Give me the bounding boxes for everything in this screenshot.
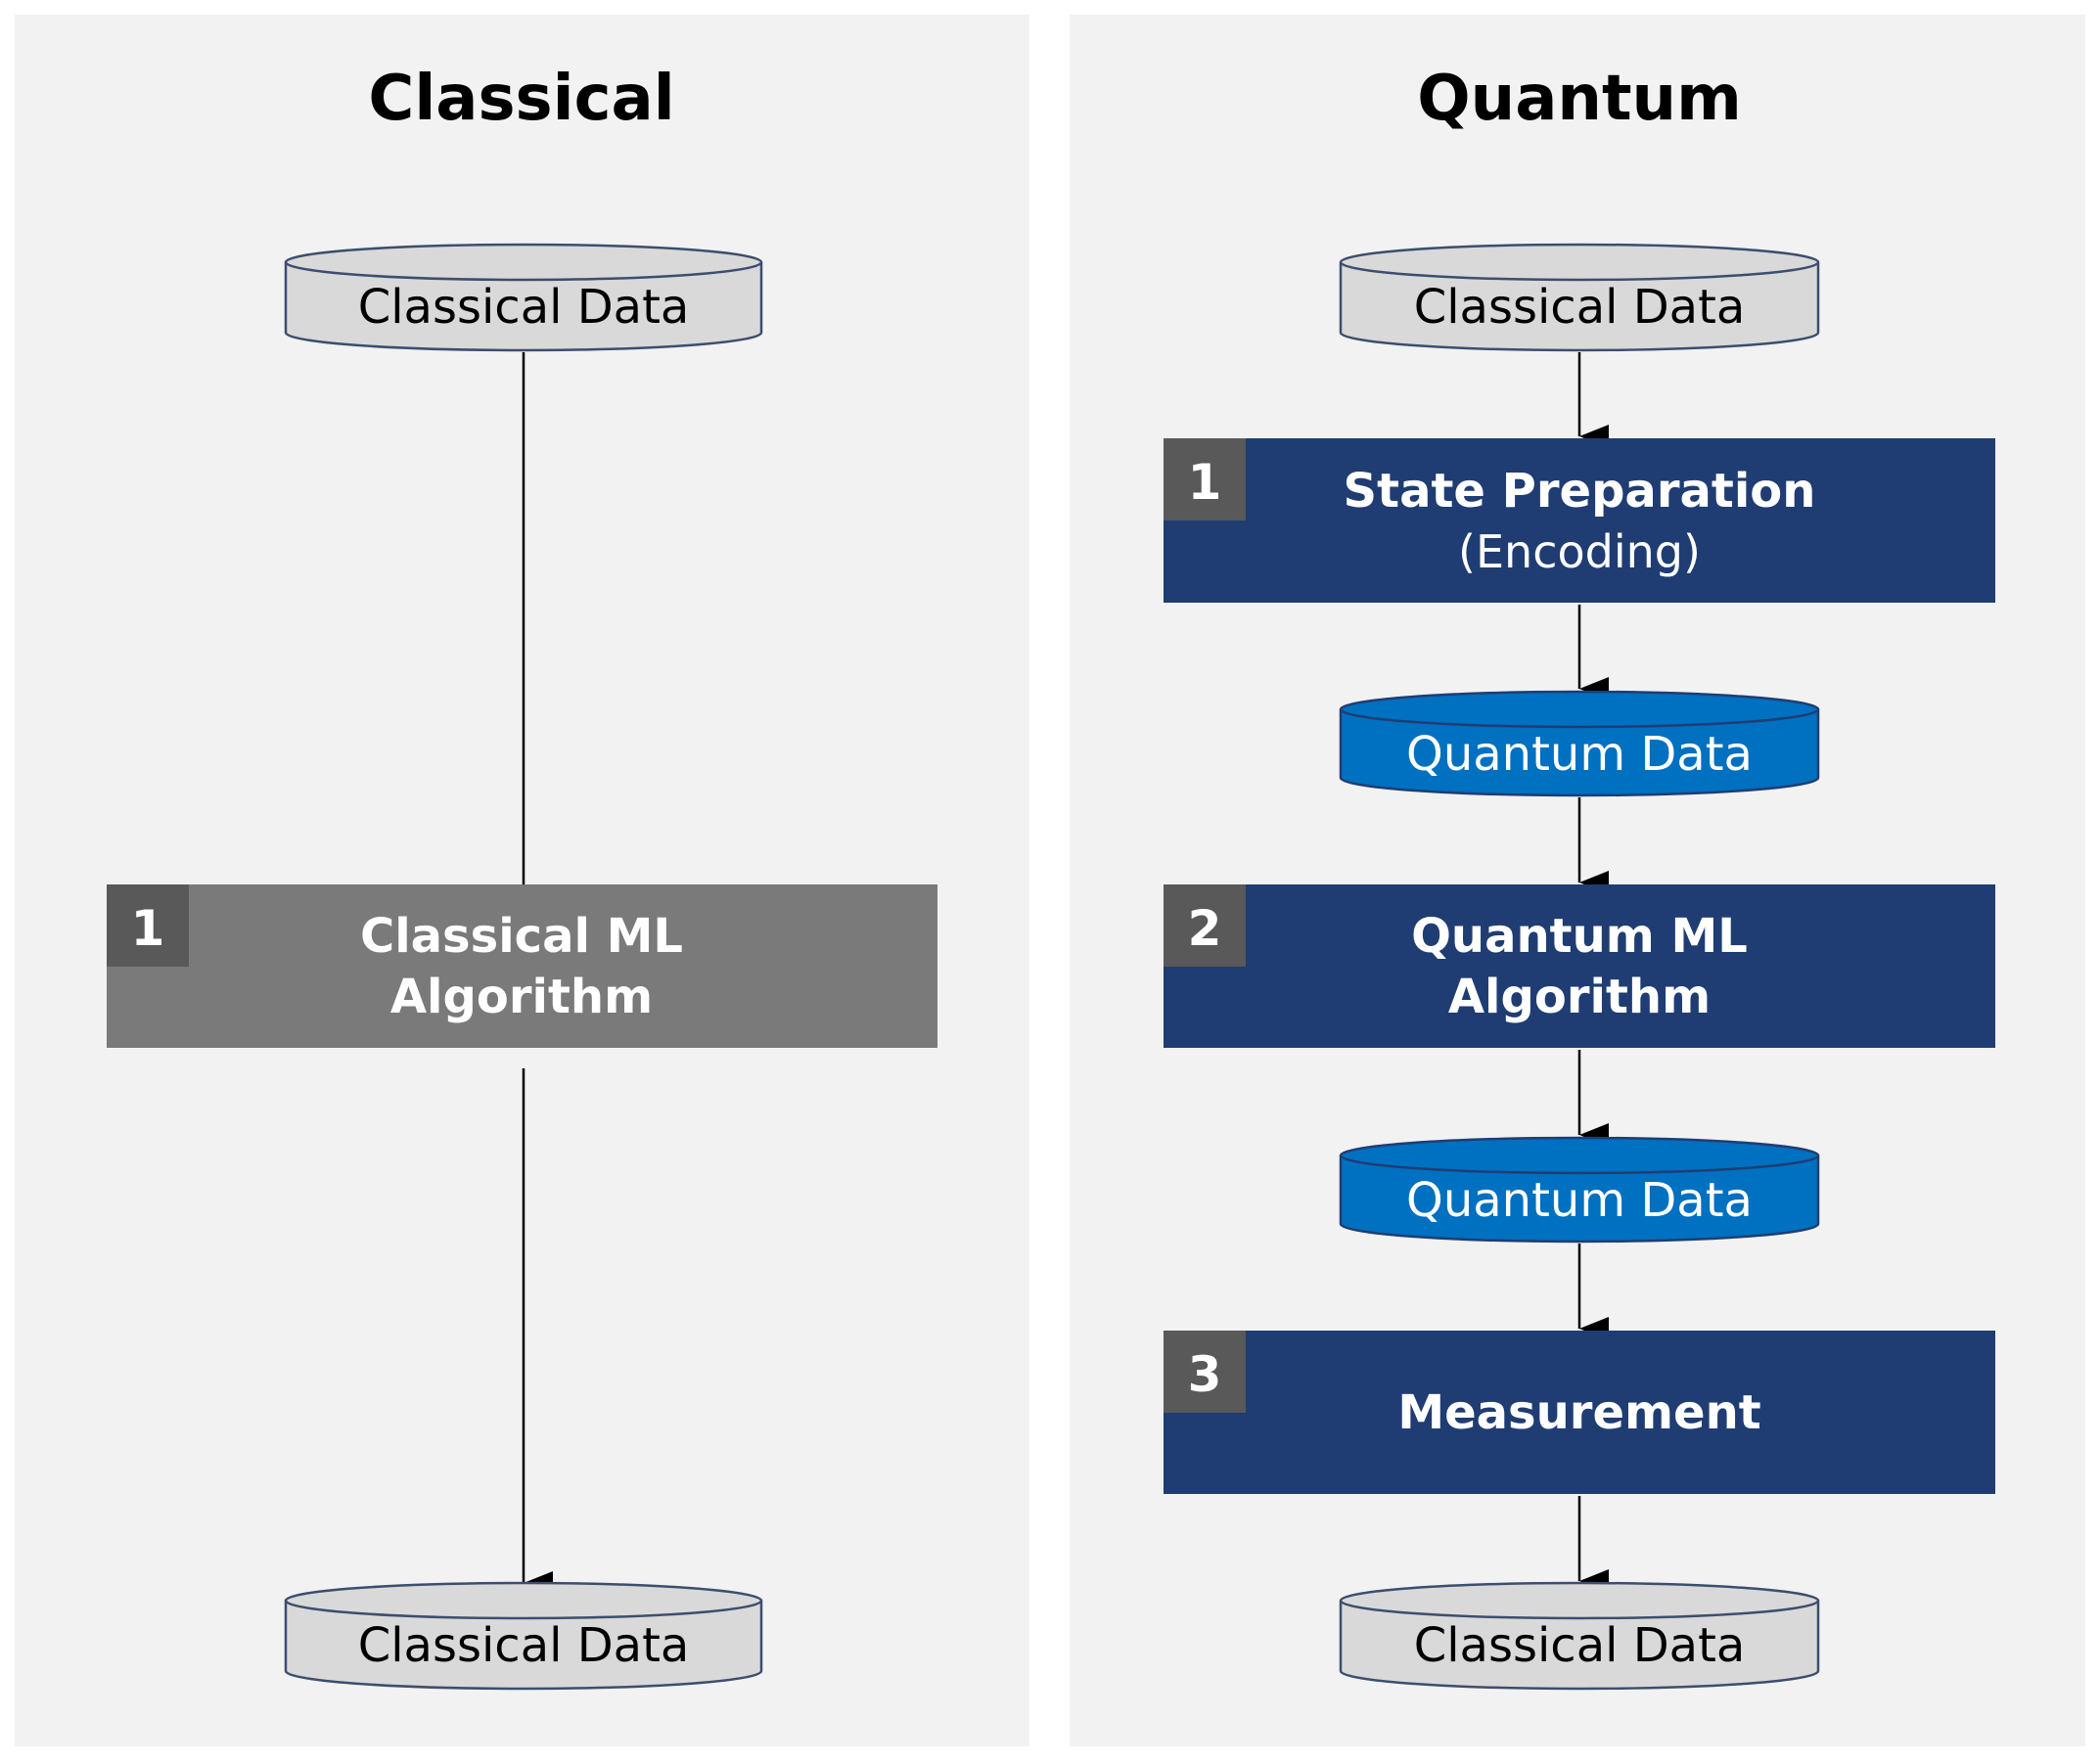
- classical-output-data-cylinder: Classical Data: [284, 1581, 763, 1691]
- classical-input-data-label: Classical Data: [358, 280, 690, 335]
- quantum-ml-algorithm-box: 2 Quantum ML Algorithm: [1164, 884, 1995, 1048]
- quantum-input-data-label: Classical Data: [1414, 280, 1746, 335]
- measurement-label: Measurement: [1397, 1385, 1760, 1440]
- quantum-output-data-cylinder: Classical Data: [1339, 1581, 1820, 1691]
- quantum-data-label-2: Quantum Data: [1406, 1173, 1753, 1228]
- classical-output-data-label: Classical Data: [358, 1618, 690, 1673]
- state-preparation-box: 1 State Preparation (Encoding): [1164, 438, 1995, 603]
- quantum-output-data-label: Classical Data: [1414, 1618, 1746, 1673]
- step-badge-number: 3: [1188, 1346, 1222, 1403]
- step-badge-number: 1: [131, 900, 165, 957]
- quantum-panel-title: Quantum: [1417, 63, 1742, 135]
- step-badge-number: 1: [1188, 454, 1222, 511]
- classical-ml-algorithm-label-line2: Algorithm: [390, 970, 653, 1024]
- quantum-ml-algorithm-label-line1: Quantum ML: [1411, 909, 1748, 964]
- quantum-input-data-cylinder: Classical Data: [1339, 243, 1820, 352]
- step-badge: [107, 884, 189, 967]
- quantum-panel: Quantum Classical Data 1 State Preparati…: [1070, 15, 2085, 1746]
- state-preparation-label-line1: State Preparation: [1344, 464, 1816, 519]
- classical-ml-algorithm-label-line1: Classical ML: [360, 909, 683, 964]
- state-preparation-label-line2: (Encoding): [1458, 525, 1701, 578]
- step-badge: [1164, 1331, 1246, 1413]
- quantum-data-cylinder-1: Quantum Data: [1339, 690, 1820, 797]
- quantum-data-label-1: Quantum Data: [1406, 727, 1753, 782]
- classical-input-data-cylinder: Classical Data: [284, 243, 763, 352]
- step-badge-number: 2: [1188, 900, 1222, 957]
- classical-panel-title: Classical: [368, 63, 674, 135]
- measurement-box: 3 Measurement: [1164, 1331, 1995, 1494]
- step-badge: [1164, 884, 1246, 967]
- classical-panel: Classical Classical Data 1 Classical ML …: [15, 15, 1029, 1746]
- quantum-ml-algorithm-label-line2: Algorithm: [1448, 970, 1711, 1024]
- step-badge: [1164, 438, 1246, 520]
- quantum-data-cylinder-2: Quantum Data: [1339, 1136, 1820, 1244]
- classical-ml-algorithm-box: 1 Classical ML Algorithm: [107, 884, 937, 1048]
